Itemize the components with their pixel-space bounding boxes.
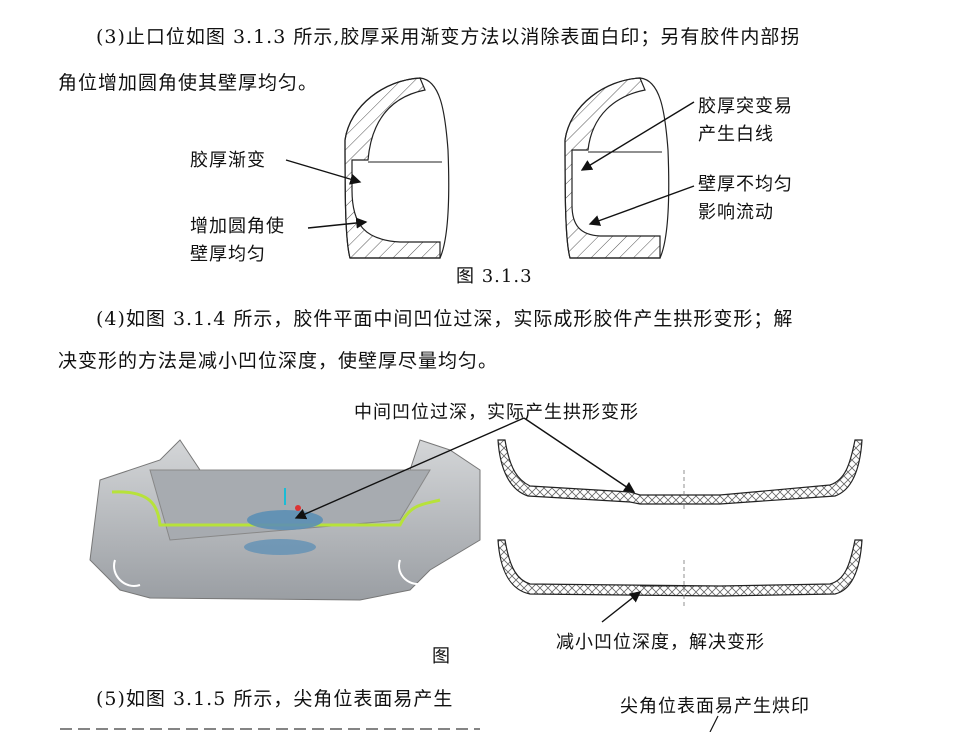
part-3d-rendering — [89, 439, 481, 601]
arrow-add-fillet — [307, 217, 368, 229]
right-section-drawing — [564, 77, 670, 259]
arrow-uneven-wall — [588, 185, 695, 226]
figure-3-1-3-caption: 图 3.1.3 — [456, 266, 533, 287]
arrow-to-recess-3d — [294, 417, 525, 520]
section-deep-recess — [497, 439, 863, 512]
paragraph-5-line-1: (5)如图 3.1.5 所示，尖角位表面易产生 — [96, 688, 454, 710]
clipped-next-line — [60, 722, 480, 732]
left-section-drawing — [344, 77, 450, 259]
label-even-wall: 壁厚均匀 — [190, 244, 266, 265]
label-uneven-wall: 壁厚不均匀 — [698, 174, 793, 195]
paragraph-3-line-1: (3)止口位如图 3.1.3 所示,胶厚采用渐变方法以消除表面白印；另有胶件内部… — [96, 26, 801, 48]
label-white-line: 产生白线 — [698, 124, 774, 145]
label-affect-flow: 影响流动 — [698, 202, 774, 223]
label-gradual-thickness: 胶厚渐变 — [190, 150, 266, 171]
label-reduce-recess: 减小凹位深度，解决变形 — [556, 632, 765, 653]
paragraph-4-line-1: (4)如图 3.1.4 所示，胶件平面中间凹位过深，实际成形胶件产生拱形变形；解 — [96, 308, 794, 330]
label-abrupt-thickness: 胶厚突变易 — [698, 96, 793, 117]
section-shallow-recess — [497, 539, 863, 608]
label-deep-recess: 中间凹位过深，实际产生拱形变形 — [354, 402, 639, 423]
arrow-gradual-thickness — [285, 159, 362, 185]
label-add-fillet: 增加圆角使 — [190, 216, 285, 237]
arrow-sharp-corner — [709, 715, 719, 732]
paragraph-4-line-2: 决变形的方法是减小凹位深度，使壁厚尽量均匀。 — [58, 350, 499, 372]
arrow-abrupt-thickness — [580, 101, 695, 171]
figure-3-1-4-caption: 图 — [432, 646, 451, 667]
paragraph-3-line-2: 角位增加圆角使其壁厚均匀。 — [58, 72, 319, 94]
arrow-to-recess-section — [523, 417, 636, 493]
label-sharp-corner-mark: 尖角位表面易产生烘印 — [620, 696, 810, 717]
arrow-reduce-recess — [601, 591, 642, 623]
